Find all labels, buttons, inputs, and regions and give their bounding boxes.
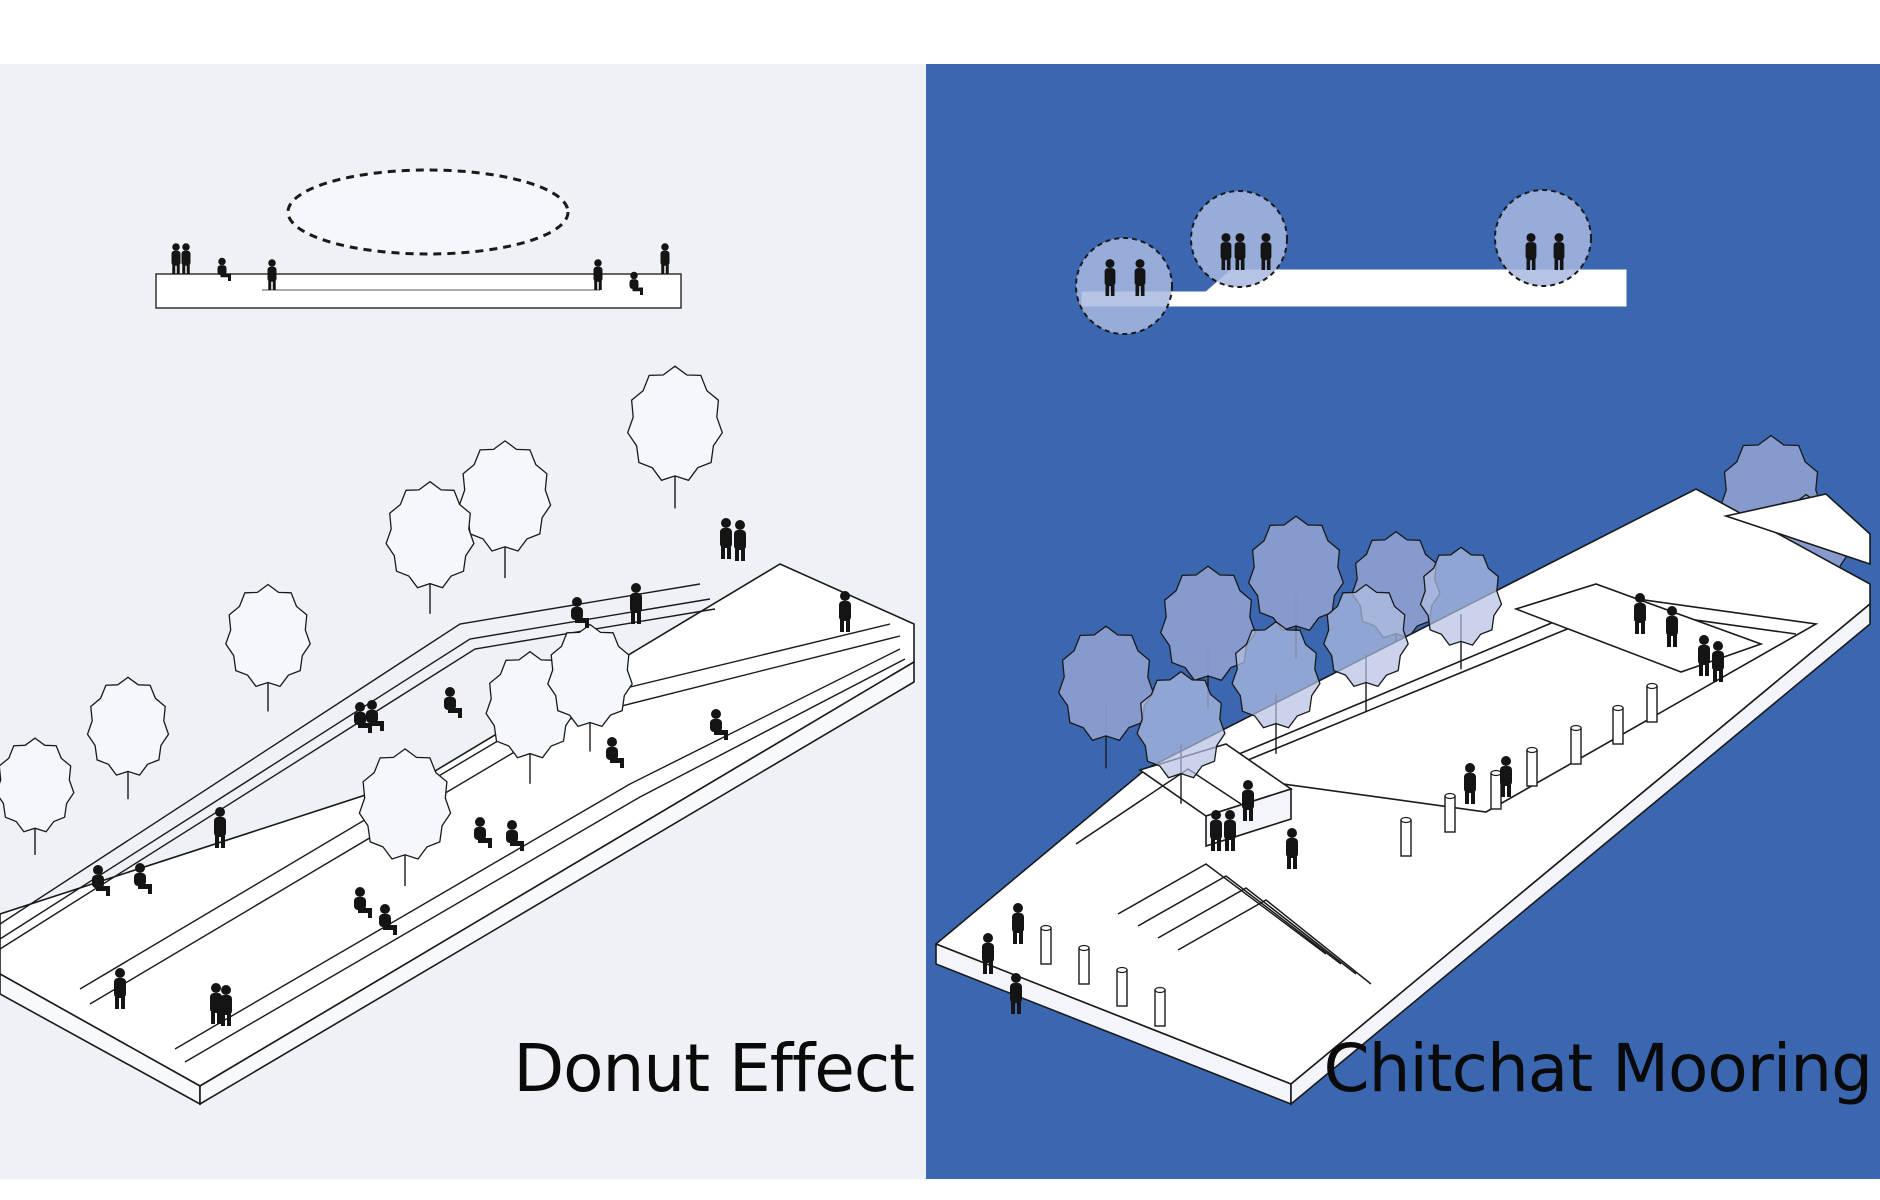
bollards <box>1040 682 1658 1027</box>
tree <box>458 440 552 579</box>
bollard <box>1078 944 1090 985</box>
seated-person <box>506 820 524 851</box>
empty-center-ellipse <box>286 168 570 256</box>
donut-effect-panel: Donut Effect <box>0 64 926 1179</box>
person-silhouette <box>1012 903 1024 944</box>
tree <box>1159 565 1257 709</box>
chitchat-mooring-panel: Chitchat Mooring <box>926 64 1880 1179</box>
trees <box>0 365 724 887</box>
seated-person <box>474 817 492 848</box>
bollard <box>1570 724 1582 765</box>
seated-person <box>354 887 372 918</box>
tree <box>1323 583 1409 712</box>
bollard <box>1116 966 1128 1007</box>
seated-person <box>606 737 624 768</box>
person-silhouette <box>1525 233 1537 270</box>
seated-person <box>366 700 384 731</box>
tree <box>225 583 311 712</box>
person-silhouette <box>1234 233 1246 270</box>
person-silhouette <box>630 583 642 624</box>
person-silhouette <box>1224 810 1236 851</box>
person-silhouette <box>720 518 732 559</box>
seated-person <box>217 257 231 281</box>
tree <box>385 480 475 614</box>
chitchat-mooring-diagram <box>926 64 1880 1179</box>
person-silhouette <box>210 983 222 1024</box>
bollard <box>1444 792 1456 833</box>
person-silhouette <box>1666 606 1678 647</box>
person-silhouette <box>220 985 232 1026</box>
conversation-bubble <box>1075 237 1173 335</box>
person-silhouette <box>214 807 226 848</box>
seated-person <box>354 702 372 733</box>
tree <box>1136 670 1226 804</box>
person-silhouette <box>1260 233 1272 270</box>
tree <box>358 748 452 887</box>
tree <box>0 737 75 855</box>
person-silhouette <box>1104 259 1116 296</box>
person-silhouette <box>1712 641 1724 682</box>
tree <box>1057 625 1155 769</box>
person-silhouette <box>1286 828 1298 869</box>
person-silhouette <box>1698 635 1710 676</box>
tree <box>1419 546 1503 670</box>
person-silhouette <box>267 259 277 290</box>
bollard <box>1612 704 1624 745</box>
tree <box>86 676 170 800</box>
person-silhouette <box>1242 780 1254 821</box>
seated-person <box>134 863 152 894</box>
person-silhouette <box>660 243 670 274</box>
seated-person <box>710 709 728 740</box>
tree <box>547 623 633 752</box>
donut-effect-diagram <box>0 64 926 1179</box>
person-silhouette <box>181 243 191 274</box>
person-silhouette <box>839 591 851 632</box>
donut-platform <box>0 563 915 1106</box>
bollard <box>1646 682 1658 723</box>
bollard <box>1400 816 1412 857</box>
donut-effect-title: Donut Effect <box>513 1030 915 1107</box>
seated-person <box>571 597 589 628</box>
person-silhouette <box>1210 810 1222 851</box>
plaza-people <box>92 518 851 1026</box>
person-silhouette <box>734 520 746 561</box>
person-silhouette <box>114 968 126 1009</box>
person-silhouette <box>593 259 603 290</box>
person-silhouette <box>1464 763 1476 804</box>
person-silhouette <box>1553 233 1565 270</box>
person-silhouette <box>1220 233 1232 270</box>
donut-section-view <box>155 168 682 309</box>
section-people <box>171 243 670 295</box>
bollard <box>1040 924 1052 965</box>
tree <box>1231 620 1321 754</box>
bollard <box>1154 986 1166 1027</box>
person-silhouette <box>1010 973 1022 1014</box>
bollard <box>1490 769 1502 810</box>
plaza-people <box>982 593 1724 1014</box>
seated-person <box>379 904 397 935</box>
conversation-bubble <box>1494 189 1592 287</box>
foreground-trees <box>1136 546 1503 804</box>
person-silhouette <box>1634 593 1646 634</box>
tree <box>626 365 724 509</box>
section-platform <box>155 273 682 309</box>
mooring-platform <box>934 488 1871 1106</box>
seated-person <box>629 271 643 295</box>
person-silhouette <box>1500 756 1512 797</box>
chitchat-mooring-title: Chitchat Mooring <box>1323 1030 1873 1107</box>
bollard <box>1526 746 1538 787</box>
person-silhouette <box>171 243 181 274</box>
person-silhouette <box>982 933 994 974</box>
conversation-bubbles <box>1075 189 1592 335</box>
person-silhouette <box>1134 259 1146 296</box>
seated-person <box>92 865 110 896</box>
seated-person <box>444 687 462 718</box>
